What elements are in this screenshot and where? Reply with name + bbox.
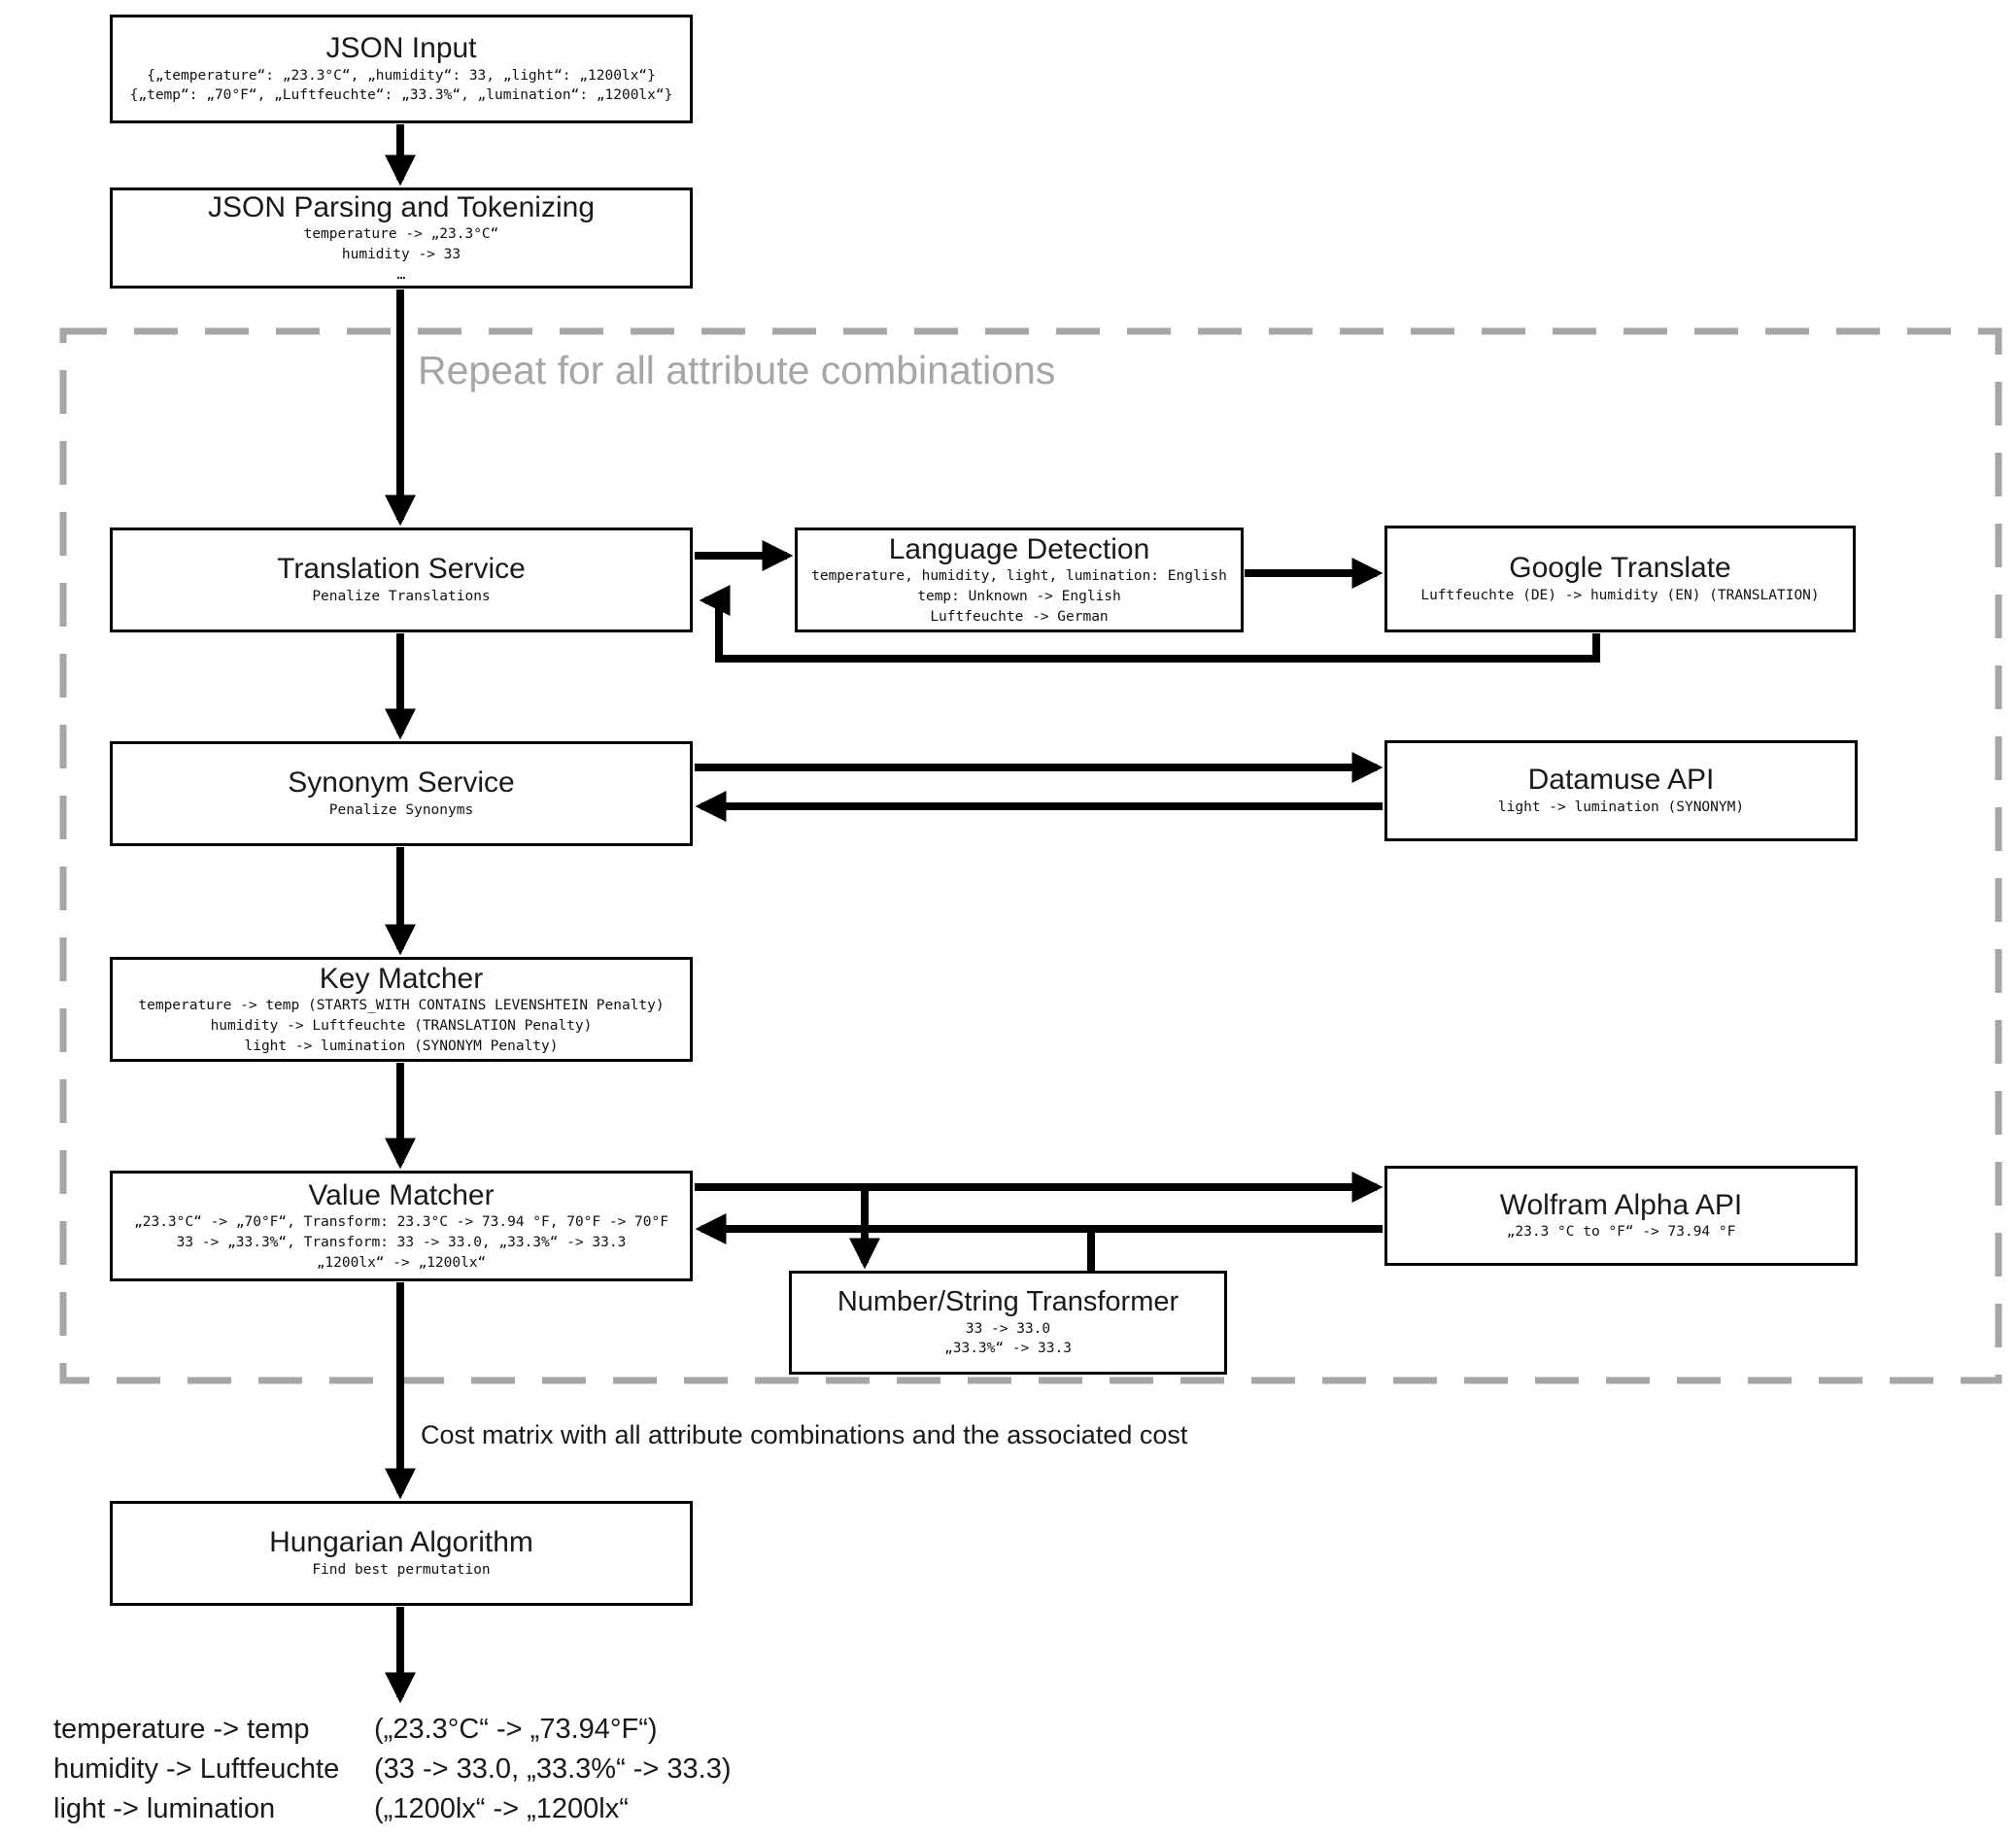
translation-service-line: Penalize Translations (312, 588, 491, 604)
output-values: („23.3°C“ -> „73.94°F“) (374, 1714, 658, 1745)
repeat-container-label: Repeat for all attribute combinations (418, 348, 1056, 392)
datamuse-api-title: Datamuse API (1527, 764, 1715, 797)
json-parsing-title: JSON Parsing and Tokenizing (208, 190, 595, 223)
box-wolfram-alpha-api: Wolfram Alpha API „23.3 °C to °F“ -> 73.… (1384, 1166, 1858, 1266)
key-matcher-title: Key Matcher (319, 962, 484, 995)
json-parsing-line: … (396, 266, 406, 283)
value-matcher-title: Value Matcher (308, 1178, 495, 1211)
output-values: (33 -> 33.0, „33.3%“ -> 33.3) (374, 1753, 732, 1785)
value-matcher-line: „23.3°C“ -> „70°F“, Transform: 23.3°C ->… (134, 1214, 668, 1231)
datamuse-api-line: light -> lumination (SYNONYM) (1497, 799, 1745, 815)
number-string-transformer-line: „33.3%“ -> 33.3 (944, 1341, 1072, 1357)
box-number-string-transformer: Number/String Transformer 33 -> 33.0 „33… (789, 1271, 1227, 1375)
box-json-parsing: JSON Parsing and Tokenizing temperature … (110, 187, 693, 289)
json-input-line: {„temperature“: „23.3°C“, „humidity“: 33… (147, 67, 656, 84)
json-parsing-line: humidity -> 33 (341, 246, 461, 262)
language-detection-title: Language Detection (888, 532, 1150, 565)
box-value-matcher: Value Matcher „23.3°C“ -> „70°F“, Transf… (110, 1171, 693, 1281)
wolfram-alpha-api-line: „23.3 °C to °F“ -> 73.94 °F (1506, 1224, 1736, 1241)
key-matcher-line: light -> lumination (SYNONYM Penalty) (244, 1038, 559, 1054)
hungarian-algorithm-title: Hungarian Algorithm (269, 1526, 533, 1559)
box-language-detection: Language Detection temperature, humidity… (795, 528, 1244, 632)
box-datamuse-api: Datamuse API light -> lumination (SYNONY… (1384, 740, 1858, 841)
wolfram-alpha-api-title: Wolfram Alpha API (1499, 1188, 1743, 1221)
cost-matrix-edge-label: Cost matrix with all attribute combinati… (421, 1420, 1188, 1449)
box-key-matcher: Key Matcher temperature -> temp (STARTS_… (110, 957, 693, 1062)
box-translation-service: Translation Service Penalize Translation… (110, 528, 693, 632)
hungarian-algorithm-line: Find best permutation (312, 1561, 491, 1578)
number-string-transformer-line: 33 -> 33.0 (965, 1320, 1051, 1337)
synonym-service-line: Penalize Synonyms (328, 801, 474, 818)
box-google-translate: Google Translate Luftfeuchte (DE) -> hum… (1384, 526, 1856, 632)
translation-service-title: Translation Service (277, 553, 526, 586)
language-detection-line: temp: Unknown -> English (917, 588, 1121, 604)
key-matcher-line: temperature -> temp (STARTS_WITH CONTAIN… (138, 998, 665, 1014)
google-translate-line: Luftfeuchte (DE) -> humidity (EN) (TRANS… (1420, 587, 1820, 603)
output-mapping: temperature -> temp (53, 1714, 310, 1745)
language-detection-line: temperature, humidity, light, lumination… (811, 568, 1227, 585)
language-detection-line: Luftfeuchte -> German (930, 608, 1109, 625)
box-json-input: JSON Input {„temperature“: „23.3°C“, „hu… (110, 15, 693, 123)
output-mapping: humidity -> Luftfeuchte (53, 1753, 340, 1785)
google-translate-title: Google Translate (1509, 552, 1731, 585)
json-parsing-line: temperature -> „23.3°C“ (303, 226, 499, 243)
output-mapping: light -> lumination (53, 1792, 276, 1824)
box-synonym-service: Synonym Service Penalize Synonyms (110, 741, 693, 846)
number-string-transformer-title: Number/String Transformer (837, 1286, 1179, 1318)
json-input-title: JSON Input (325, 32, 477, 65)
key-matcher-line: humidity -> Luftfeuchte (TRANSLATION Pen… (210, 1017, 593, 1034)
value-matcher-line: 33 -> „33.3%“, Transform: 33 -> 33.0, „3… (176, 1234, 627, 1250)
arrow-googletranslate-to-translation (699, 585, 1600, 663)
output-values: („1200lx“ -> „1200lx“ (374, 1792, 629, 1824)
value-matcher-line: „1200lx“ -> „1200lx“ (316, 1254, 487, 1271)
final-output-listing: temperature -> temp („23.3°C“ -> „73.94°… (53, 1714, 732, 1825)
json-input-line: {„temp“: „70°F“, „Luftfeuchte“: „33.3%“,… (129, 87, 673, 104)
synonym-service-title: Synonym Service (288, 766, 515, 800)
box-hungarian-algorithm: Hungarian Algorithm Find best permutatio… (110, 1501, 693, 1606)
